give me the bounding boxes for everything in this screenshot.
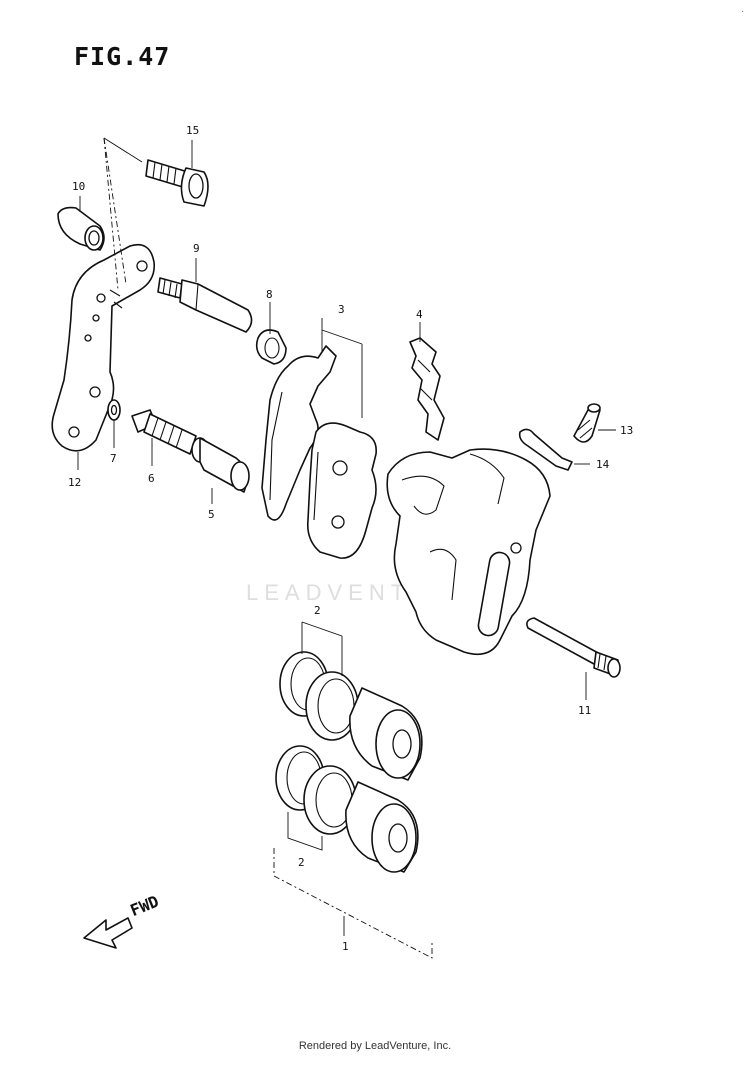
part-7-washer[interactable] bbox=[107, 399, 121, 421]
callout-2-lower: 2 bbox=[298, 856, 305, 869]
piston-upper[interactable] bbox=[349, 687, 423, 781]
callout-10: 10 bbox=[72, 180, 85, 193]
callout-6: 6 bbox=[148, 472, 155, 485]
fwd-label: FWD bbox=[128, 892, 162, 920]
part-15-bolt[interactable] bbox=[145, 159, 209, 207]
part-12-bracket[interactable] bbox=[51, 243, 156, 452]
caliper-body[interactable] bbox=[386, 448, 551, 656]
part-9-pin[interactable] bbox=[157, 277, 253, 333]
leader-lines bbox=[77, 137, 616, 959]
callout-12: 12 bbox=[68, 476, 81, 489]
part-10-collar[interactable] bbox=[57, 206, 105, 251]
callout-14: 14 bbox=[596, 458, 610, 471]
callout-1: 1 bbox=[342, 940, 349, 953]
part-2-seals-upper[interactable] bbox=[279, 651, 359, 741]
fwd-arrow bbox=[83, 917, 133, 949]
callout-15: 15 bbox=[186, 124, 199, 137]
footer-credit: Rendered by LeadVenture, Inc. bbox=[298, 1040, 452, 1052]
callout-3: 3 bbox=[338, 303, 345, 316]
part-14-cap[interactable] bbox=[518, 428, 573, 471]
part-3-brake-pads[interactable] bbox=[261, 345, 377, 559]
part-11-pin[interactable] bbox=[526, 617, 621, 678]
callout-13: 13 bbox=[620, 424, 633, 437]
corner-mark: · bbox=[741, 6, 745, 17]
part-13-bleeder[interactable] bbox=[573, 403, 601, 443]
part-4-spring[interactable] bbox=[409, 337, 445, 441]
part-6-bolt[interactable] bbox=[131, 409, 197, 455]
part-5-pin[interactable] bbox=[191, 437, 250, 493]
piston-lower[interactable] bbox=[345, 781, 419, 873]
part-8-boot[interactable] bbox=[255, 329, 287, 365]
callout-2-upper: 2 bbox=[314, 604, 321, 617]
part-2-seals-lower[interactable] bbox=[275, 745, 357, 835]
callout-5: 5 bbox=[208, 508, 215, 521]
callout-11: 11 bbox=[578, 704, 591, 717]
figure-title: FIG.47 bbox=[74, 42, 171, 71]
callout-4: 4 bbox=[416, 308, 423, 321]
callout-8: 8 bbox=[266, 288, 273, 301]
callout-9: 9 bbox=[193, 242, 200, 255]
callout-7: 7 bbox=[110, 452, 117, 465]
